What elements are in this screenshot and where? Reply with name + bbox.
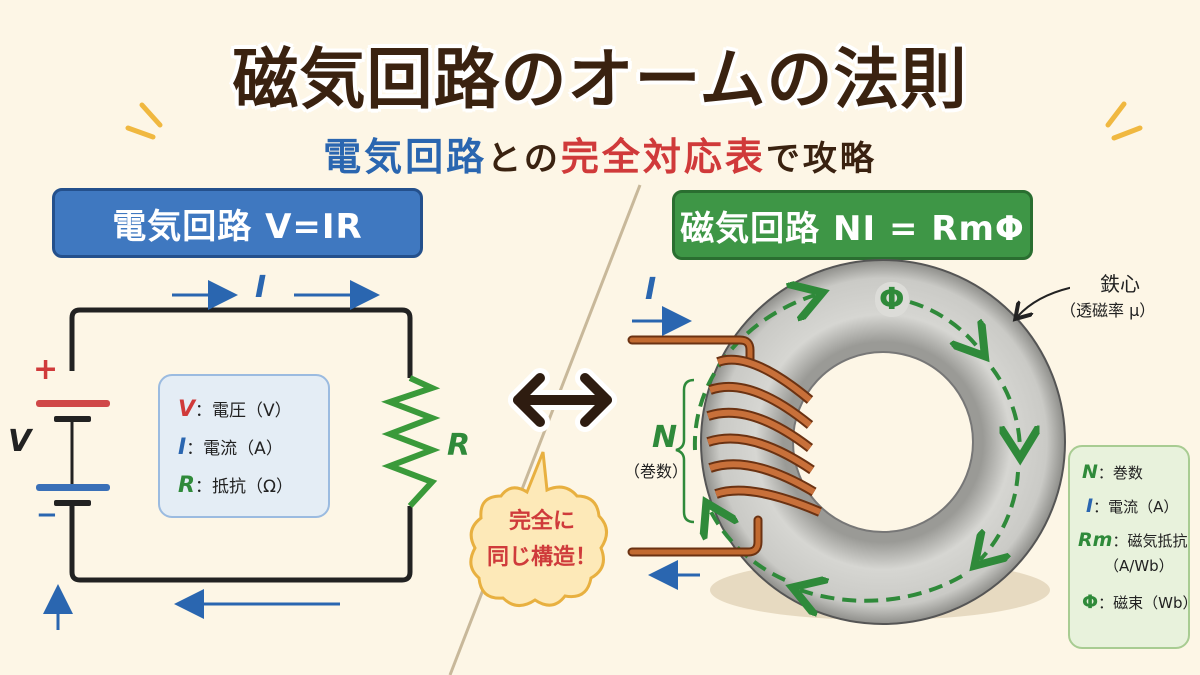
legend-row-resistance: R：抵抗（Ω） bbox=[178, 472, 293, 498]
legend-text: ：電流（A） bbox=[186, 439, 283, 459]
subtitle-conquer: で攻略 bbox=[765, 139, 877, 179]
legend-symbol: N bbox=[1082, 461, 1098, 483]
legend-text: ：電圧（V） bbox=[195, 401, 292, 421]
battery-plate bbox=[54, 416, 91, 422]
legend-symbol: I bbox=[178, 435, 187, 460]
coil-current-label: I bbox=[645, 272, 657, 307]
flux-path-arc bbox=[980, 471, 1020, 560]
sparkle-right-icon bbox=[1105, 101, 1143, 141]
legend-row-turns: N：巻数 bbox=[1082, 461, 1143, 483]
electric-circuit-diagram bbox=[36, 280, 441, 630]
legend-text: （A/Wb） bbox=[1104, 557, 1174, 575]
legend-row-reluctance-unit: （A/Wb） bbox=[1104, 555, 1174, 576]
legend-row-voltage: V：電圧（V） bbox=[178, 396, 292, 422]
turns-label: N bbox=[652, 420, 678, 455]
legend-text: ：磁束（Wb） bbox=[1098, 594, 1198, 612]
legend-symbol: Φ bbox=[1082, 591, 1099, 613]
magnetic-circuit-header: 磁気回路 NI = RmΦ bbox=[672, 190, 1033, 260]
magnetic-circuit-diagram bbox=[627, 259, 1070, 625]
flux-path-arc bbox=[990, 366, 1020, 450]
wire-top bbox=[69, 307, 413, 378]
turns-brace bbox=[675, 378, 695, 524]
coil-windings bbox=[706, 354, 822, 517]
legend-row-current: I：電流（A） bbox=[1086, 495, 1178, 517]
flux-path-arc bbox=[909, 300, 980, 350]
legend-text: ：電流（A） bbox=[1093, 498, 1179, 516]
core-hole bbox=[792, 351, 974, 533]
legend-text: ：巻数 bbox=[1097, 464, 1143, 482]
double-arrow-icon bbox=[508, 368, 617, 432]
electric-circuit-header: 電気回路 V=IR bbox=[52, 188, 423, 258]
battery-plus-sign: + bbox=[33, 352, 59, 387]
legend-text: ：磁気抵抗 bbox=[1112, 532, 1188, 550]
resistor-icon bbox=[381, 375, 441, 509]
battery-positive-plate bbox=[36, 400, 110, 407]
battery-negative-plate bbox=[36, 484, 110, 491]
wire-bottom bbox=[69, 503, 413, 583]
magnetic-legend: N：巻数 I：電流（A） Rm：磁気抵抗 （A/Wb） Φ：磁束（Wb） bbox=[1068, 445, 1198, 649]
subtitle-electric-circuit: 電気回路 bbox=[323, 135, 488, 179]
speech-bubble-text: 完全に 同じ構造！ bbox=[472, 504, 612, 576]
battery-minus-sign: − bbox=[36, 500, 58, 530]
core-pointer-arrow bbox=[1018, 286, 1070, 316]
bubble-line-2: 同じ構造！ bbox=[486, 545, 597, 570]
voltage-label: V bbox=[8, 424, 32, 459]
turns-sub-label: （巻数） bbox=[624, 462, 689, 481]
electric-current-label: I bbox=[255, 270, 267, 305]
bubble-line-1: 完全に bbox=[508, 509, 575, 534]
core-label: 鉄心 bbox=[1100, 272, 1140, 296]
sparkle-left-icon bbox=[125, 102, 163, 140]
legend-row-reluctance: Rm：磁気抵抗 bbox=[1078, 529, 1187, 551]
legend-text: ：抵抗（Ω） bbox=[194, 477, 293, 497]
legend-symbol: Rm bbox=[1078, 529, 1113, 551]
flux-label: Φ bbox=[875, 282, 909, 317]
electric-legend: V：電圧（V） I：電流（A） R：抵抗（Ω） bbox=[158, 374, 330, 518]
legend-row-current: I：電流（A） bbox=[178, 434, 283, 460]
coil-lead-in-fill bbox=[629, 337, 753, 363]
speech-bubble bbox=[469, 451, 608, 607]
coil-lead-out-fill bbox=[629, 517, 761, 555]
legend-symbol: V bbox=[178, 397, 196, 422]
subtitle-connector: との bbox=[487, 139, 561, 179]
core-permeability-label: （透磁率 μ） bbox=[1060, 301, 1156, 320]
subtitle: 電気回路との完全対応表で攻略 bbox=[0, 126, 1200, 181]
page-title: 磁気回路のオームの法則 bbox=[232, 41, 968, 118]
legend-symbol: I bbox=[1086, 495, 1094, 517]
resistor-label: R bbox=[447, 428, 471, 463]
battery-plate bbox=[54, 500, 91, 506]
subtitle-correspondence-table: 完全対応表 bbox=[560, 135, 766, 179]
legend-symbol: R bbox=[178, 473, 195, 498]
legend-row-flux: Φ：磁束（Wb） bbox=[1082, 591, 1198, 613]
